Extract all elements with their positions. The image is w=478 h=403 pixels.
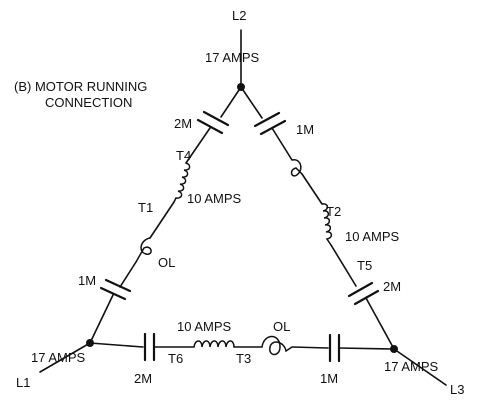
winding-t6-t3 xyxy=(193,340,235,348)
phase-current-bottom: 10 AMPS xyxy=(177,319,232,334)
l3-lead xyxy=(393,348,447,386)
line-current-top: 17 AMPS xyxy=(205,50,260,65)
terminal-t3: T3 xyxy=(236,351,251,366)
terminal-t1: T1 xyxy=(138,200,153,215)
left-side-wire-3 xyxy=(149,201,175,239)
l3-label: L3 xyxy=(450,382,464,397)
overload-label-left: OL xyxy=(158,255,175,270)
right-side-wire-4 xyxy=(330,244,357,287)
contact-label-lower-right: 2M xyxy=(383,279,401,294)
contact-1m-top-right xyxy=(253,111,287,136)
bottom-wire-5 xyxy=(338,347,395,350)
bottom-wire-1 xyxy=(89,342,144,348)
phase-current-right: 10 AMPS xyxy=(345,229,400,244)
bottom-wire-4 xyxy=(291,346,329,349)
left-side-wire-2 xyxy=(185,127,211,164)
winding-t4-t1 xyxy=(173,162,191,203)
contact-2m-top-left xyxy=(196,110,230,135)
terminal-t5: T5 xyxy=(357,258,372,273)
l2-label: L2 xyxy=(232,8,246,23)
line-current-left: 17 AMPS xyxy=(31,350,86,365)
contact-1m-bottom-right xyxy=(328,333,341,363)
contact-label-lower-left: 1M xyxy=(78,273,96,288)
contact-label-top-left: 2M xyxy=(174,116,192,131)
right-side-wire-1 xyxy=(240,86,263,119)
contact-label-top-right: 1M xyxy=(296,122,314,137)
left-side-wire-4 xyxy=(119,261,137,288)
phase-current-left: 10 AMPS xyxy=(187,191,242,206)
l1-lead xyxy=(39,342,91,373)
line-current-right: 17 AMPS xyxy=(384,359,439,374)
overload-right-loop xyxy=(290,159,303,177)
left-side-wire-1 xyxy=(220,86,242,118)
contact-label-bottom-left: 2M xyxy=(134,371,152,386)
right-side-wire-5 xyxy=(365,297,395,350)
right-side-wire-2 xyxy=(271,127,293,161)
l1-label: L1 xyxy=(16,375,30,390)
contact-2m-bottom-left xyxy=(143,332,156,362)
left-side-wire-5 xyxy=(89,294,114,344)
right-side-wire-3 xyxy=(301,173,323,205)
terminal-t4: T4 xyxy=(176,148,191,163)
contact-1m-lower-left xyxy=(99,278,132,301)
overload-bottom xyxy=(261,335,293,356)
contact-2m-lower-right xyxy=(347,281,380,306)
terminal-t2: T2 xyxy=(326,204,341,219)
terminal-t6: T6 xyxy=(168,351,183,366)
winding-t2-t5 xyxy=(321,203,333,246)
overload-label-bottom: OL xyxy=(273,319,290,334)
overload-left xyxy=(135,237,152,263)
title-line-1: (B) MOTOR RUNNING xyxy=(14,79,147,94)
title-line-2: CONNECTION xyxy=(45,95,132,110)
contact-label-bottom-right: 1M xyxy=(320,371,338,386)
